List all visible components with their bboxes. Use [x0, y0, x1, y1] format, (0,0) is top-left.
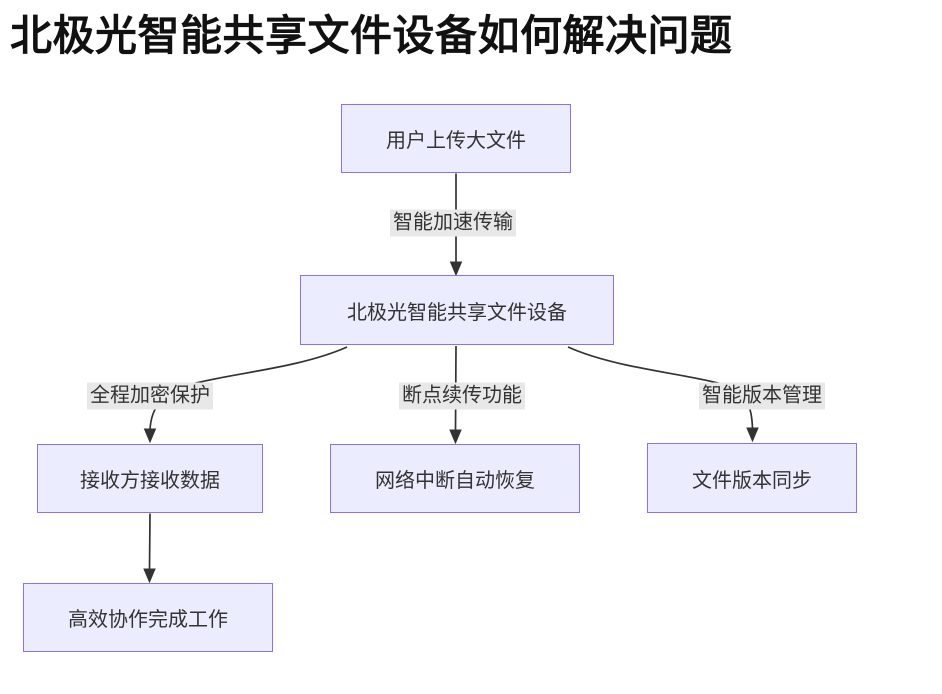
arrowhead-device-version	[746, 427, 759, 443]
page-title: 北极光智能共享文件设备如何解决问题	[10, 12, 733, 59]
node-version-sync: 文件版本同步	[647, 443, 857, 513]
arrowhead-device-receiver	[143, 428, 157, 444]
node-device: 北极光智能共享文件设备	[300, 275, 614, 345]
edge-label-resume-transfer: 断点续传功能	[399, 382, 525, 410]
arrowhead-upload-device	[449, 261, 463, 277]
edge-line-receiver-collab	[148, 513, 151, 571]
node-receiver: 接收方接收数据	[37, 444, 263, 513]
arrowhead-device-network	[449, 429, 462, 445]
node-collaboration: 高效协作完成工作	[23, 583, 273, 652]
node-user-upload: 用户上传大文件	[341, 104, 571, 173]
edge-label-version-management: 智能版本管理	[699, 382, 825, 410]
node-network-resume: 网络中断自动恢复	[330, 444, 580, 513]
edge-label-accelerated-transfer: 智能加速传输	[390, 209, 516, 237]
edge-label-encryption: 全程加密保护	[87, 382, 213, 410]
arrowhead-receiver-collab	[143, 568, 156, 584]
